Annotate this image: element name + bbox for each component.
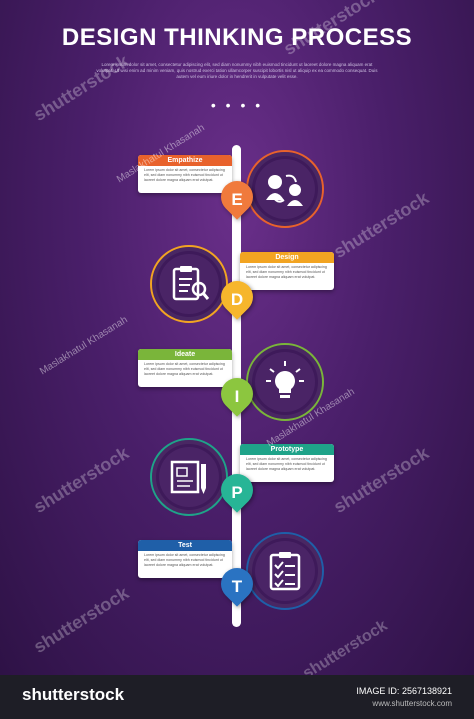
page-title: DESIGN THINKING PROCESS <box>61 24 413 51</box>
step-ring-design <box>150 245 228 323</box>
step-card-text: Lorem ipsum dolor sit amet, consectetur … <box>144 553 225 567</box>
step-ring-ideate <box>246 343 324 421</box>
description-text: Lorem ipsum dolor sit amet, consectetur … <box>96 62 378 79</box>
lightbulb-icon <box>266 361 304 398</box>
step-letter: I <box>234 387 240 406</box>
watermark: shutterstock <box>330 442 433 517</box>
step-card-text: Lorem ipsum dolor sit amet, consectetur … <box>144 168 225 182</box>
step-card-title: Test <box>138 540 232 551</box>
empathy-icon <box>266 174 303 206</box>
step-ring-test <box>246 532 324 610</box>
image-id-label: IMAGE ID: <box>356 686 400 696</box>
step-card-text: Lorem ipsum dolor sit amet, consectetur … <box>144 362 225 376</box>
step-letter: E <box>231 190 243 209</box>
step-letter: P <box>231 483 243 502</box>
infographic-canvas: DESIGN THINKING PROCESS Lorem ipsum dolo… <box>0 0 474 675</box>
clipboard-search-icon <box>172 266 210 301</box>
watermark: shutterstock <box>300 617 391 675</box>
watermark: shutterstock <box>30 442 133 517</box>
step-card-title: Ideate <box>138 349 232 360</box>
step-card-prototype: Prototype Lorem ipsum dolor sit amet, co… <box>240 444 334 482</box>
step-letter: D <box>230 290 244 309</box>
blueprint-icon <box>170 460 206 494</box>
checklist-icon <box>269 552 301 591</box>
step-card-text: Lorem ipsum dolor sit amet, consectetur … <box>246 265 327 279</box>
step-ring-empathize <box>246 150 324 228</box>
step-card-title: Prototype <box>240 444 334 455</box>
footer-bar: shutterstock IMAGE ID: 2567138921 www.sh… <box>0 675 474 719</box>
step-card-title: Empathize <box>138 155 232 166</box>
watermark: shutterstock <box>30 50 133 125</box>
step-ring-prototype <box>150 438 228 516</box>
step-card-title: Design <box>240 252 334 263</box>
footer-logo[interactable]: shutterstock <box>22 685 125 704</box>
image-id-value: 2567138921 <box>401 686 452 696</box>
footer-site-link[interactable]: www.shutterstock.com <box>372 699 452 708</box>
decorative-dots: • • • • <box>210 97 264 113</box>
step-card-test: Test Lorem ipsum dolor sit amet, consect… <box>138 540 232 578</box>
author-watermark: Maslakhatul Khasanah <box>38 314 130 378</box>
watermark: shutterstock <box>30 582 133 657</box>
step-card-design: Design Lorem ipsum dolor sit amet, conse… <box>240 252 334 290</box>
image-id: IMAGE ID: 2567138921 <box>356 685 452 698</box>
step-card-ideate: Ideate Lorem ipsum dolor sit amet, conse… <box>138 349 232 387</box>
step-card-empathize: Empathize Lorem ipsum dolor sit amet, co… <box>138 155 232 193</box>
step-letter: T <box>231 577 243 596</box>
step-card-text: Lorem ipsum dolor sit amet, consectetur … <box>246 457 327 471</box>
watermark: shutterstock <box>330 187 433 262</box>
